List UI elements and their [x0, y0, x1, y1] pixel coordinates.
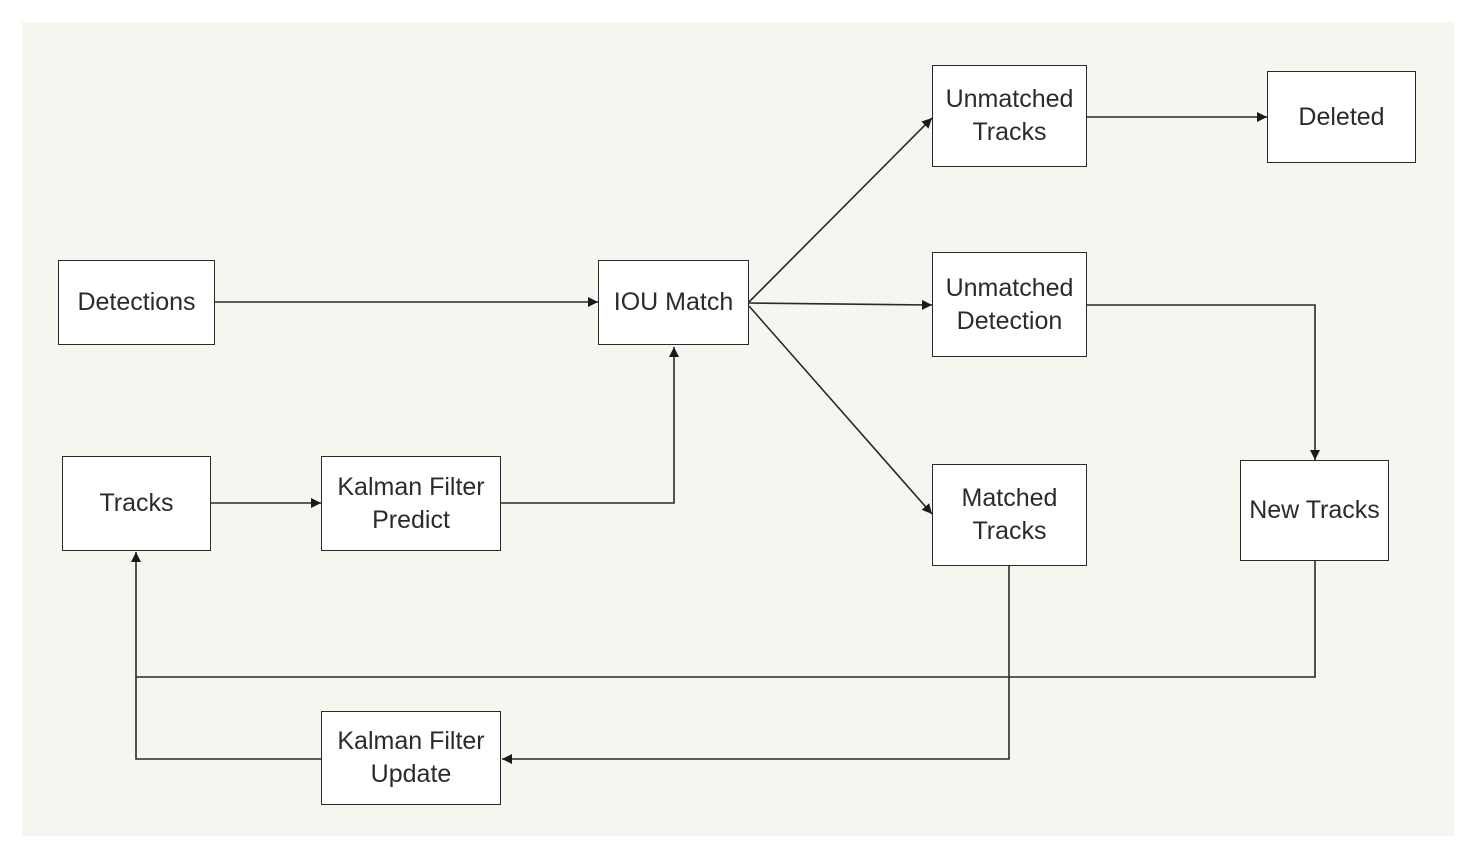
edge-new-tracks-to-tracks: [131, 552, 1316, 678]
unmatched-detection-box: Unmatched Detection: [932, 252, 1087, 357]
tracks-box: Tracks: [62, 456, 211, 551]
edge-iou-match-to-matched-tracks: [748, 305, 933, 515]
iou-match-box: IOU Match: [598, 260, 749, 345]
edge-matched-tracks-to-kalman-update: [502, 566, 1010, 764]
new-tracks-box: New Tracks: [1240, 460, 1389, 561]
edge-kalman-predict-to-iou-match: [501, 347, 679, 504]
deleted-box: Deleted: [1267, 71, 1416, 163]
detections-box: Detections: [58, 260, 215, 345]
edge-kalman-update-to-tracks: [135, 677, 321, 760]
edge-iou-match-to-unmatched-detection: [748, 299, 933, 310]
diagram-canvas: [22, 22, 1454, 836]
edge-unmatched-detection-to-new-tracks: [1087, 304, 1320, 460]
kalman-filter-predict-box: Kalman Filter Predict: [321, 456, 501, 551]
unmatched-tracks-box: Unmatched Tracks: [932, 65, 1087, 167]
matched-tracks-box: Matched Tracks: [932, 464, 1087, 566]
kalman-filter-update-box: Kalman Filter Update: [321, 711, 501, 805]
edge-iou-match-to-unmatched-tracks: [748, 117, 933, 303]
